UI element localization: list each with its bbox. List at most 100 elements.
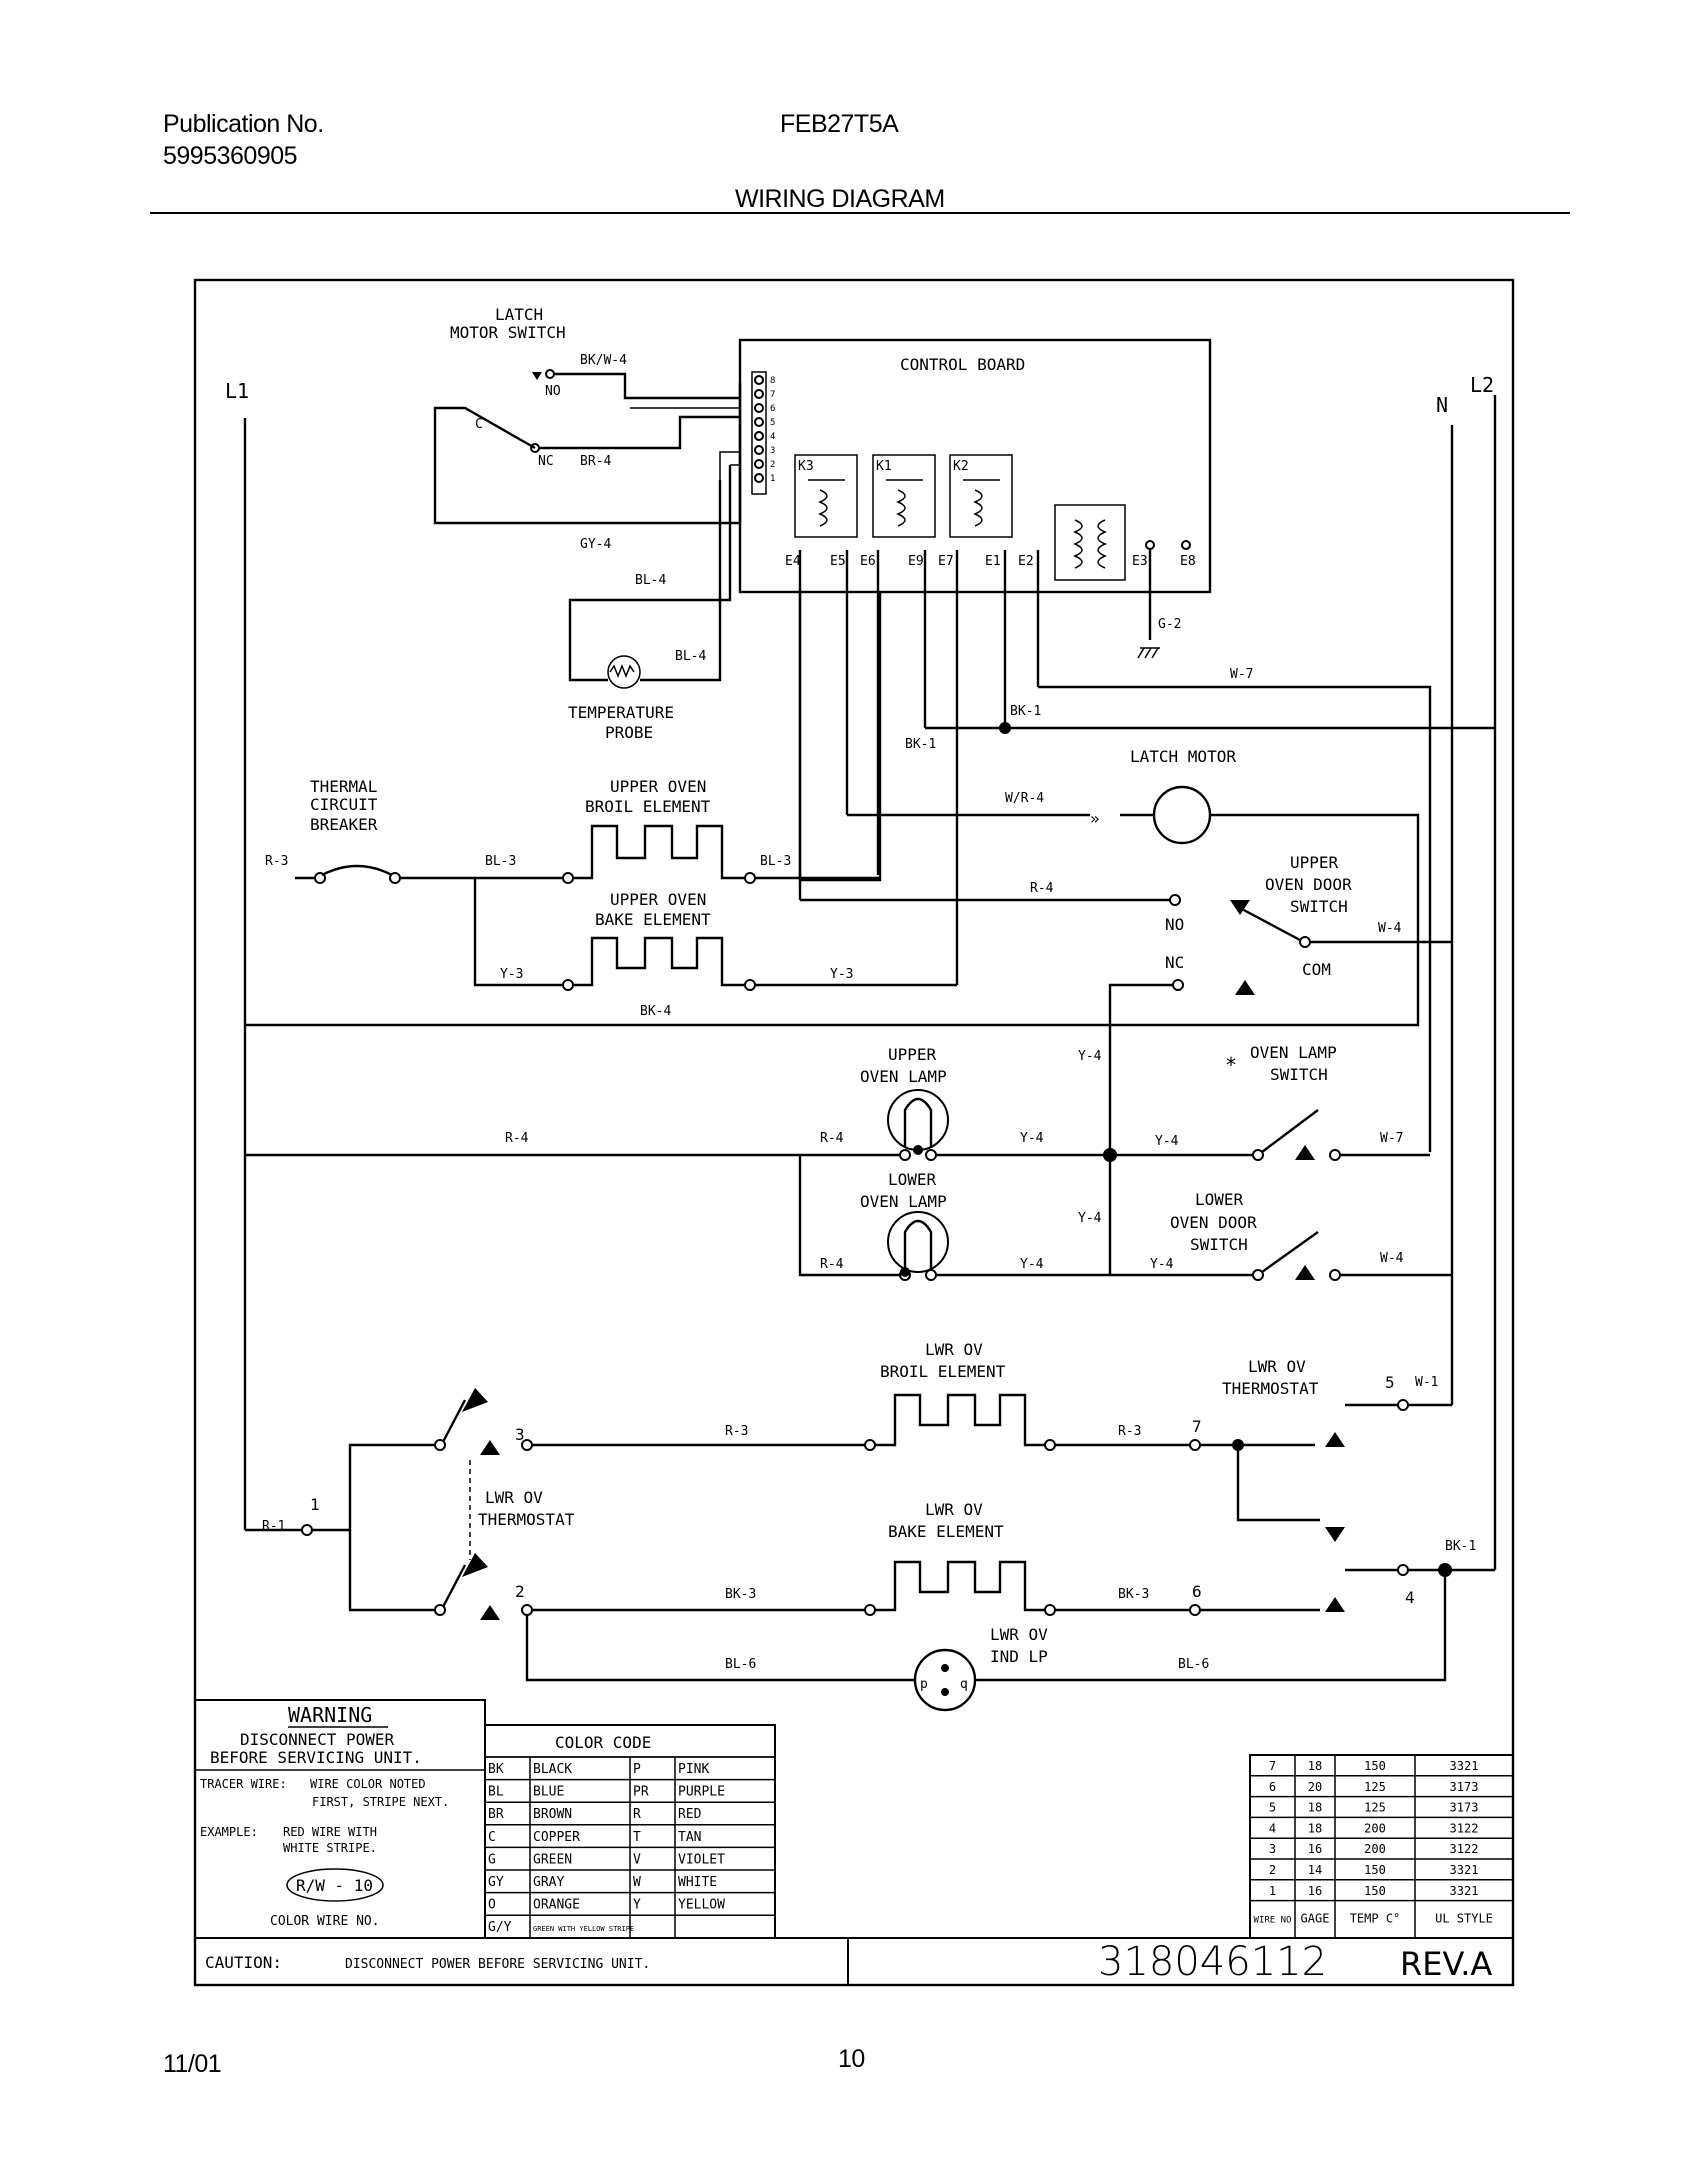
latch-motor-connector: » bbox=[1090, 809, 1100, 828]
lower-door-label-1: LOWER bbox=[1195, 1190, 1244, 1209]
wire-label: Y-3 bbox=[830, 967, 853, 982]
terminal-e1: E1 bbox=[985, 554, 1001, 569]
wire-table-header: UL STYLE bbox=[1435, 1912, 1493, 1926]
node-3: 3 bbox=[515, 1425, 525, 1444]
pin-label: 1 bbox=[770, 474, 775, 484]
transformer bbox=[1054, 504, 1126, 581]
breaker-label-2: CIRCUIT bbox=[310, 795, 378, 814]
probe-title-1: TEMPERATURE bbox=[568, 703, 674, 722]
wire-table-cell: 3122 bbox=[1450, 1842, 1479, 1856]
wire-label: Y-4 bbox=[1078, 1211, 1102, 1226]
upper-door-switch-arm bbox=[1239, 906, 1301, 942]
wire-label: Y-4 bbox=[1020, 1131, 1044, 1146]
svg-text:K3: K3 bbox=[798, 459, 814, 474]
pin-label: 8 bbox=[770, 376, 775, 386]
wire-label: BK/W-4 bbox=[580, 353, 627, 368]
upper-bake-label-2: BAKE ELEMENT bbox=[595, 910, 711, 929]
lower-door-label-2: OVEN DOOR bbox=[1170, 1213, 1257, 1232]
lwr-thermo-l-arm-3 bbox=[441, 1399, 467, 1443]
breaker-label-1: THERMAL bbox=[310, 777, 377, 796]
latch-switch-arm bbox=[433, 406, 536, 508]
latch-motor-title: LATCH MOTOR bbox=[1130, 747, 1236, 766]
color-code-cell: GY bbox=[488, 1875, 504, 1890]
wire-table-cell: 18 bbox=[1308, 1821, 1322, 1835]
wire-bk-w4 bbox=[554, 372, 740, 400]
example-label: EXAMPLE: bbox=[200, 1825, 258, 1839]
warning-line-1: DISCONNECT POWER bbox=[240, 1730, 394, 1749]
wire-table-cell: 150 bbox=[1364, 1884, 1386, 1898]
wire-label: BK-1 bbox=[1010, 704, 1041, 719]
lwr-broil-element bbox=[875, 1393, 1045, 1447]
wire-table-header: WIRE NO bbox=[1254, 1916, 1292, 1926]
wire-label: W-7 bbox=[1380, 1131, 1403, 1146]
wire-table-cell: 4 bbox=[1269, 1821, 1276, 1835]
color-code-cell: GREEN bbox=[533, 1852, 572, 1867]
wire-table-cell: 1 bbox=[1269, 1884, 1276, 1898]
node-6: 6 bbox=[1192, 1582, 1202, 1601]
upper-broil-label-2: BROIL ELEMENT bbox=[585, 797, 711, 816]
l2-label: L2 bbox=[1470, 373, 1494, 397]
wire-table-cell: 3173 bbox=[1450, 1801, 1479, 1815]
warning-line-2: BEFORE SERVICING UNIT. bbox=[210, 1748, 422, 1767]
terminal-e7: E7 bbox=[938, 554, 954, 569]
node-2: 2 bbox=[515, 1582, 525, 1601]
tracer-text-2: FIRST, STRIPE NEXT. bbox=[312, 1795, 449, 1809]
temperature-probe-symbol bbox=[607, 655, 641, 689]
lwr-broil-label-1: LWR OV bbox=[925, 1340, 983, 1359]
color-code-cell: ORANGE bbox=[533, 1898, 580, 1913]
color-code-cell: G bbox=[488, 1852, 496, 1867]
wire-label: W-7 bbox=[1230, 667, 1253, 682]
tracer-label: TRACER WIRE: bbox=[200, 1777, 287, 1791]
node-5: 5 bbox=[1385, 1373, 1395, 1392]
wire-label: Y-4 bbox=[1020, 1257, 1044, 1272]
wire-table-header: GAGE bbox=[1301, 1912, 1330, 1926]
lower-door-label-3: SWITCH bbox=[1190, 1235, 1248, 1254]
lwr-bake-label-1: LWR OV bbox=[925, 1500, 983, 1519]
color-code-cell: R bbox=[633, 1807, 641, 1822]
upper-bake-element bbox=[573, 936, 745, 987]
lwr-thermo-l-label-2: THERMOSTAT bbox=[478, 1510, 575, 1529]
example-caption: COLOR WIRE NO. bbox=[270, 1914, 380, 1929]
revision: REV.A bbox=[1400, 1945, 1492, 1983]
lwr-thermo-l-arm-2 bbox=[441, 1564, 467, 1608]
wire-label: R-1 bbox=[262, 1519, 285, 1534]
publication-label: Publication No. bbox=[163, 110, 324, 138]
color-code-cell: TAN bbox=[678, 1830, 701, 1845]
lower-door-switch-arm bbox=[1261, 1231, 1319, 1273]
wire-w7 bbox=[1038, 685, 1432, 1152]
ind-lamp-q: q bbox=[960, 1677, 968, 1692]
lwr-thermo-r-label-2: THERMOSTAT bbox=[1222, 1379, 1319, 1398]
upper-door-no-label: NO bbox=[1165, 915, 1184, 934]
wire-label: Y-3 bbox=[500, 967, 523, 982]
control-board-title: CONTROL BOARD bbox=[900, 355, 1025, 374]
terminal-e2: E2 bbox=[1018, 554, 1034, 569]
color-code-cell: GRAY bbox=[533, 1875, 564, 1890]
ind-lamp-label-1: LWR OV bbox=[990, 1625, 1048, 1644]
wire-table-cell: 18 bbox=[1308, 1801, 1322, 1815]
upper-broil-element bbox=[573, 824, 745, 880]
wire-label: BK-3 bbox=[725, 1587, 756, 1602]
color-code-cell: BL bbox=[488, 1785, 504, 1800]
example-text-1: RED WIRE WITH bbox=[283, 1825, 377, 1839]
color-code-cell: COPPER bbox=[533, 1830, 580, 1845]
latch-motor-symbol bbox=[1152, 785, 1212, 845]
wire-label: Y-4 bbox=[1155, 1134, 1179, 1149]
wire-probe-b bbox=[568, 465, 732, 682]
upper-lamp-label-1: UPPER bbox=[888, 1045, 937, 1064]
lamp-switch-star: * bbox=[1225, 1053, 1237, 1077]
example-code: R/W - 10 bbox=[296, 1876, 373, 1895]
color-code-cell: G/Y bbox=[488, 1920, 512, 1935]
warning-title: WARNING bbox=[288, 1703, 372, 1727]
wire-label: BR-4 bbox=[580, 454, 611, 469]
color-code-cell: BK bbox=[488, 1762, 504, 1777]
upper-door-com-label: COM bbox=[1302, 960, 1331, 979]
color-code-cell: PINK bbox=[678, 1762, 709, 1777]
relay-k3: K3 bbox=[794, 454, 858, 538]
door-switch-arrow bbox=[1230, 900, 1250, 915]
pin-label: 6 bbox=[770, 404, 775, 414]
wire-table-cell: 200 bbox=[1364, 1842, 1386, 1856]
ind-lamp-p: p bbox=[920, 1677, 928, 1692]
wire-latch-return bbox=[245, 813, 1420, 1027]
wire-label: BL-4 bbox=[635, 573, 666, 588]
